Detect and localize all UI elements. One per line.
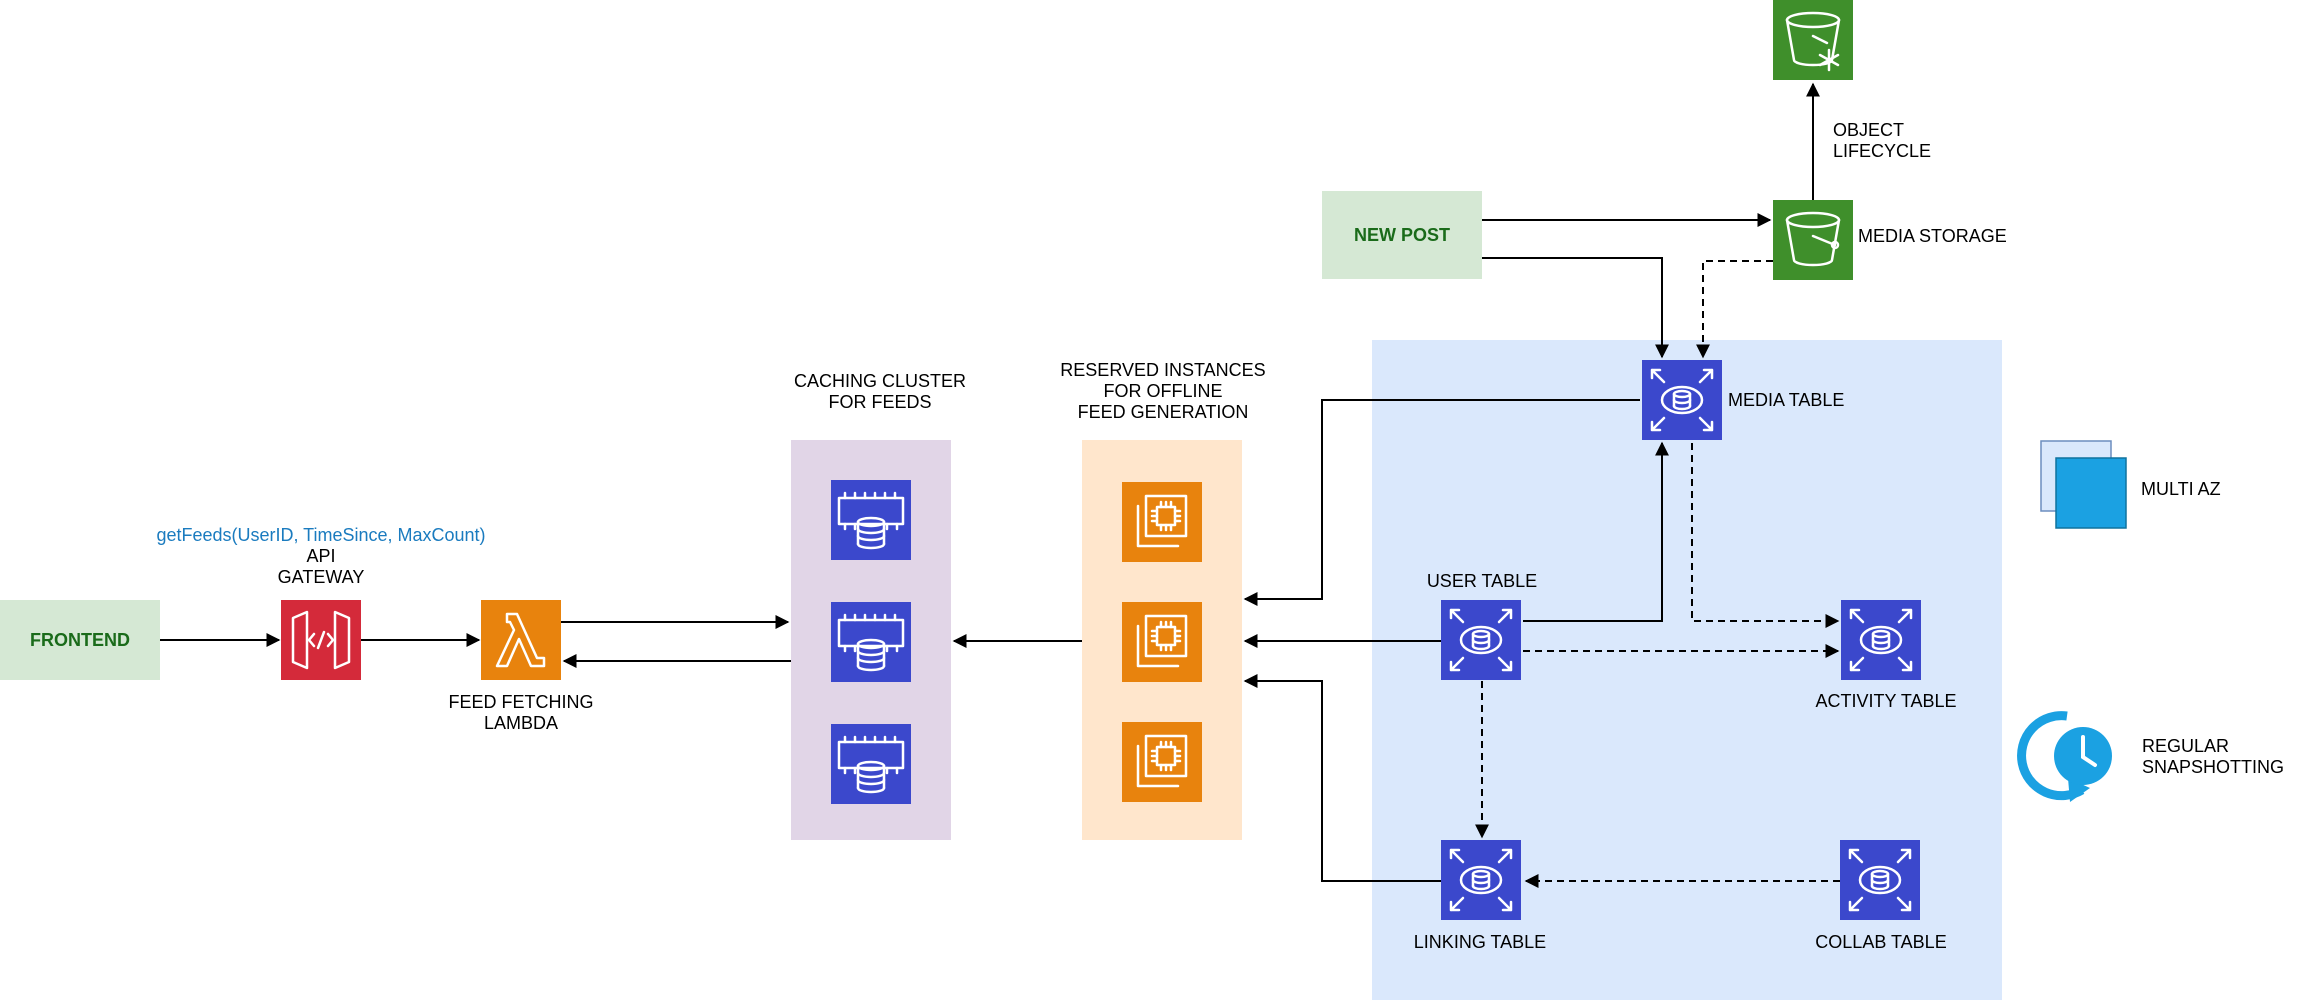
api-call-label: getFeeds(UserID, TimeSince, MaxCount) [156,525,485,545]
media-storage-node[interactable]: MEDIA STORAGE [1773,200,2007,280]
legend-multi-az: MULTI AZ [2040,440,2221,529]
lambda-label-line2: LAMBDA [484,713,558,733]
new-post-node[interactable]: NEW POST [1322,191,1482,279]
s3-bucket-icon [1773,200,1853,280]
elasticache-icon[interactable] [831,724,911,804]
linking-table-node[interactable]: LINKING TABLE [1414,840,1546,952]
reserved-instances: RESERVED INSTANCES FOR OFFLINE FEED GENE… [1060,360,1266,802]
ec2-icon[interactable] [1122,722,1202,802]
reserved-label-line3: FEED GENERATION [1078,402,1249,422]
rds-icon [1840,840,1920,920]
clock-refresh-icon [2017,711,2112,802]
rds-icon [1441,600,1521,680]
ec2-icon[interactable] [1122,482,1202,562]
new-post-label: NEW POST [1354,225,1450,245]
glacier-node[interactable]: OBJECT LIFECYCLE [1773,0,1931,161]
edge-new-post-to-media-table [1482,257,1669,359]
api-gateway-label-line2: GATEWAY [278,567,365,587]
linking-table-label: LINKING TABLE [1414,932,1546,952]
collab-table-node[interactable]: COLLAB TABLE [1815,840,1947,952]
media-storage-label: MEDIA STORAGE [1858,226,2007,246]
reserved-label-line2: FOR OFFLINE [1103,381,1222,401]
activity-table-node[interactable]: ACTIVITY TABLE [1815,600,1957,711]
elasticache-icon[interactable] [831,602,911,682]
snapshot-label-line1: REGULAR [2142,736,2229,756]
edge-media-table-to-reserved [1243,399,1640,606]
rds-icon [1841,600,1921,680]
api-gateway-label-line1: API [306,546,335,566]
cache-cluster: CACHING CLUSTER FOR FEEDS [794,371,966,804]
user-table-node[interactable]: USER TABLE [1427,571,1537,680]
activity-table-label: ACTIVITY TABLE [1815,691,1956,711]
user-table-label: USER TABLE [1427,571,1537,591]
edge-media-storage-to-media-table [1696,260,1773,359]
multi-az-label: MULTI AZ [2141,479,2221,499]
s3-glacier-icon [1773,0,1853,80]
rds-icon [1441,840,1521,920]
api-gateway-icon [281,600,361,680]
ec2-icon[interactable] [1122,602,1202,682]
edge-linking-table-to-reserved [1243,674,1441,882]
api-gateway-node[interactable]: getFeeds(UserID, TimeSince, MaxCount) AP… [156,525,486,680]
lambda-node[interactable]: FEED FETCHING LAMBDA [448,600,594,733]
cache-label-line1: CACHING CLUSTER [794,371,966,391]
edge-user-table-to-media-table [1523,441,1669,622]
media-table-label: MEDIA TABLE [1728,390,1844,410]
rds-icon [1642,360,1722,440]
stacked-squares-icon [2040,440,2127,529]
media-table-node[interactable]: MEDIA TABLE [1642,360,1844,440]
snapshot-label-line2: SNAPSHOTTING [2142,757,2284,777]
glacier-label-line2: LIFECYCLE [1833,141,1931,161]
reserved-label-line1: RESERVED INSTANCES [1060,360,1265,380]
cache-label-line2: FOR FEEDS [828,392,931,412]
elasticache-icon[interactable] [831,480,911,560]
collab-table-label: COLLAB TABLE [1815,932,1946,952]
frontend-label: FRONTEND [30,630,130,650]
frontend-node[interactable]: FRONTEND [0,600,160,680]
lambda-icon [481,600,561,680]
glacier-label-line1: OBJECT [1833,120,1904,140]
legend-snapshot: REGULAR SNAPSHOTTING [2017,711,2284,802]
lambda-label-line1: FEED FETCHING [448,692,593,712]
